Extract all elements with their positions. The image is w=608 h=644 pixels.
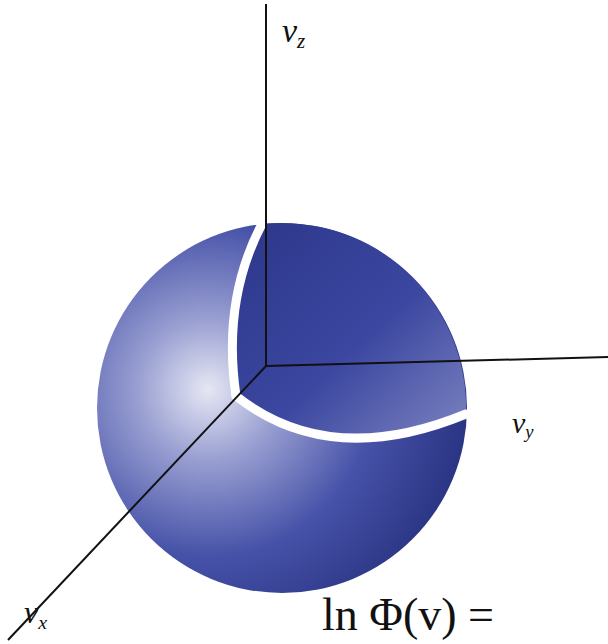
vx-axis	[8, 366, 266, 640]
axis-label: vy	[512, 408, 534, 442]
vy-axis	[266, 357, 608, 366]
cut-edge	[232, 224, 262, 396]
sphere	[97, 223, 467, 593]
cut-octant	[232, 223, 466, 438]
cut-edge	[236, 396, 466, 438]
axis-label: vx	[24, 596, 47, 632]
vz-axis	[265, 4, 267, 366]
formula: ln Φ(v) =	[322, 592, 494, 638]
axis-label: vz	[282, 14, 305, 52]
